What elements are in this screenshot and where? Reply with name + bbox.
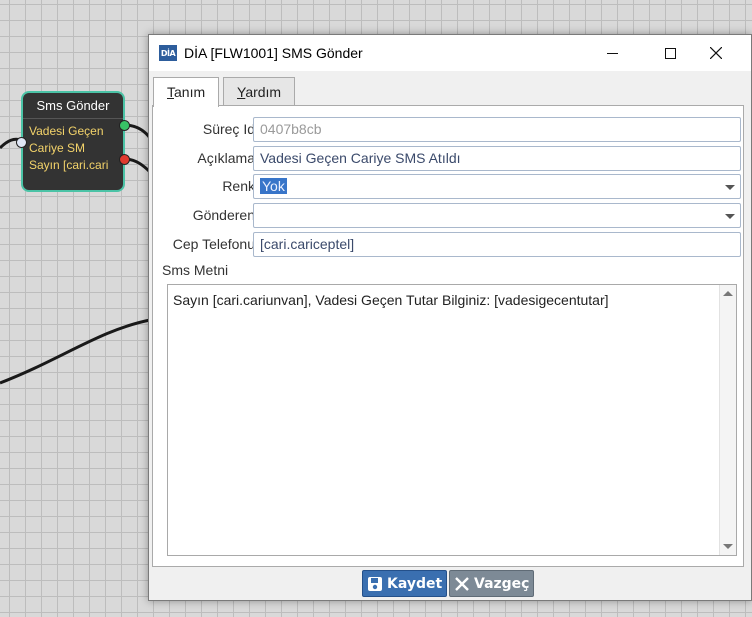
node-line: Vadesi Geçen — [29, 124, 104, 138]
tab-tanim-label: anım — [174, 84, 206, 100]
cep-telefonu-field[interactable]: [cari.cariceptel] — [253, 232, 741, 257]
save-button-label: Kaydet — [387, 575, 443, 592]
error-output-port[interactable] — [119, 154, 130, 165]
tab-yardim[interactable]: Yardım — [223, 77, 296, 105]
aciklama-field[interactable]: Vadesi Geçen Cariye SMS Atıldı — [253, 146, 741, 171]
save-button[interactable]: Kaydet — [362, 570, 447, 597]
node-line: Sayın [cari.cari — [29, 158, 109, 172]
node-line: Cariye SM — [29, 141, 86, 155]
renk-label: Renk — [222, 178, 255, 194]
row-gonderen: Gönderen — [153, 203, 743, 228]
node-body: Vadesi Geçen Cariye SM Sayın [cari.cari — [23, 119, 123, 178]
sms-metni-textarea[interactable]: Sayın [cari.cariunvan], Vadesi Geçen Tut… — [167, 284, 737, 556]
dialog-footer: Kaydet Vazgeç — [149, 569, 751, 599]
title-bar[interactable]: DİA DİA [FLW1001] SMS Gönder — [149, 35, 751, 71]
success-output-port[interactable] — [119, 120, 130, 131]
sms-dialog-window: DİA DİA [FLW1001] SMS Gönder Tanım Yardı… — [148, 34, 752, 601]
scroll-up-icon[interactable] — [723, 291, 733, 296]
aciklama-label: Açıklama — [197, 150, 255, 166]
x-icon — [454, 574, 470, 594]
form-panel: Süreç Id 0407b8cb Açıklama Vadesi Geçen … — [152, 105, 744, 567]
app-logo-icon: DİA — [159, 45, 177, 61]
row-surec-id: Süreç Id 0407b8cb — [153, 117, 743, 142]
textarea-scrollbar[interactable] — [719, 285, 736, 555]
gonderen-label: Gönderen — [192, 207, 255, 223]
chevron-down-icon — [725, 185, 735, 190]
cancel-button-label: Vazgeç — [474, 575, 530, 592]
close-button[interactable] — [693, 35, 739, 71]
sms-metni-label: Sms Metni — [162, 262, 229, 278]
surec-id-field[interactable]: 0407b8cb — [253, 117, 741, 142]
maximize-button[interactable] — [647, 35, 693, 71]
window-title: DİA [FLW1001] SMS Gönder — [184, 45, 363, 61]
minimize-button[interactable] — [589, 35, 635, 71]
row-aciklama: Açıklama Vadesi Geçen Cariye SMS Atıldı — [153, 146, 743, 171]
node-title: Sms Gönder — [23, 93, 123, 119]
row-cep-telefonu: Cep Telefonu [cari.cariceptel] — [153, 232, 743, 257]
tab-tanim[interactable]: Tanım — [153, 77, 220, 107]
input-port[interactable] — [16, 137, 27, 148]
renk-select[interactable]: Yok — [253, 174, 741, 199]
cep-telefonu-label: Cep Telefonu — [172, 236, 255, 252]
gonderen-select[interactable] — [253, 203, 741, 228]
cancel-button[interactable]: Vazgeç — [449, 570, 534, 597]
tab-yardim-mnemonic: Y — [237, 84, 246, 100]
tab-tanim-mnemonic: T — [167, 84, 174, 100]
workflow-node-sms[interactable]: Sms Gönder Vadesi Geçen Cariye SM Sayın … — [16, 91, 130, 192]
floppy-disk-icon — [367, 574, 383, 594]
maximize-icon — [664, 47, 676, 59]
minimize-icon — [606, 52, 618, 54]
chevron-down-icon — [725, 214, 735, 219]
scroll-down-icon[interactable] — [723, 544, 733, 549]
row-renk: Renk Yok — [153, 174, 743, 199]
close-icon — [710, 47, 722, 59]
surec-id-label: Süreç Id — [202, 121, 255, 137]
tab-yardim-label: ardım — [245, 84, 282, 100]
renk-selected-value: Yok — [260, 178, 287, 194]
sms-metni-text: Sayın [cari.cariunvan], Vadesi Geçen Tut… — [173, 292, 609, 308]
